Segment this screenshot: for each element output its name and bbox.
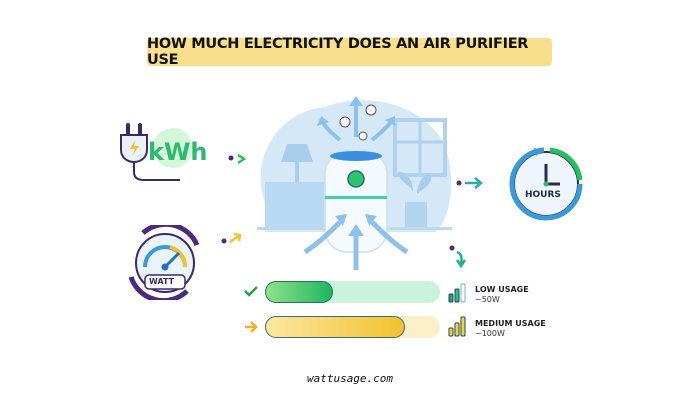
low-usage-value: ~50W xyxy=(475,295,500,304)
signal-low-icon xyxy=(448,283,466,303)
medium-usage-fill xyxy=(265,316,405,338)
air-purifier-icon xyxy=(257,96,452,270)
check-icon xyxy=(244,286,258,297)
kwh-label: kWh xyxy=(148,138,208,166)
low-usage-bar xyxy=(265,281,440,303)
medium-usage-label: MEDIUM USAGE ~100W xyxy=(475,319,546,339)
low-usage-fill xyxy=(265,281,333,303)
low-usage-label: LOW USAGE ~50W xyxy=(475,285,529,305)
arrow-right-icon xyxy=(245,321,258,333)
medium-usage-title: MEDIUM USAGE xyxy=(475,319,546,328)
hours-label: HOURS xyxy=(525,190,561,200)
signal-medium-icon xyxy=(448,316,466,337)
page-title: HOW MUCH ELECTRICITY DOES AN AIR PURIFIE… xyxy=(147,36,552,68)
gauge-icon xyxy=(128,225,200,300)
arrow-right-icon xyxy=(456,177,483,189)
clock-icon xyxy=(509,147,583,221)
medium-usage-value: ~100W xyxy=(475,329,505,338)
arrow-down-icon xyxy=(449,245,467,269)
arrow-up-right-icon xyxy=(221,232,242,244)
low-usage-title: LOW USAGE xyxy=(475,285,529,294)
plug-icon xyxy=(120,123,193,181)
arrow-right-icon xyxy=(228,153,247,165)
watt-label: WATT xyxy=(149,277,175,286)
footer-site: wattusage.com xyxy=(306,372,394,385)
medium-usage-bar xyxy=(265,316,440,338)
